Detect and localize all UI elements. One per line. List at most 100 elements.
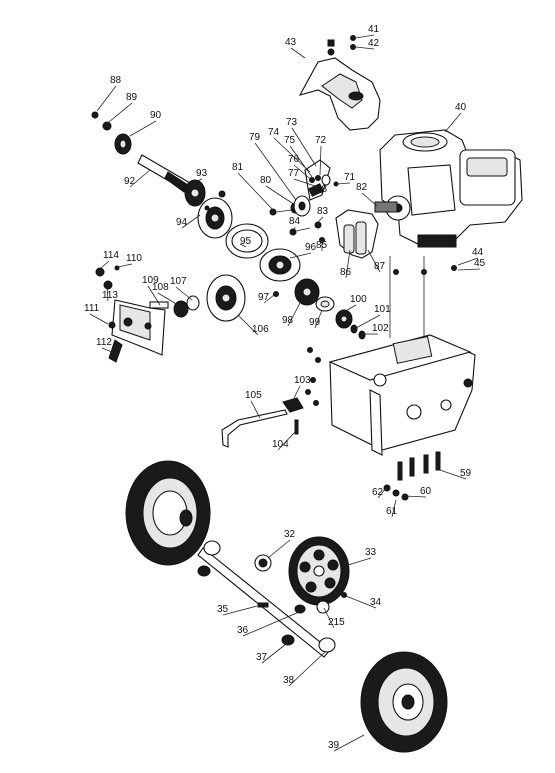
leader-line [391,499,397,518]
leader-line [267,539,291,559]
engine [374,129,523,248]
part-number-86: 86 [340,267,352,278]
engine-shroud [298,57,381,131]
auger-shaft-group [91,111,269,259]
leader-line [242,611,300,637]
leader-line [96,85,117,112]
pulley-group [206,248,366,340]
drive-gear [257,536,350,653]
part-number-60: 60 [420,486,432,497]
part-number-98: 98 [282,315,294,326]
leader-line [265,185,296,206]
part-number-108: 108 [152,282,169,293]
part-number-75: 75 [284,135,296,146]
part-number-40: 40 [455,102,467,113]
leader-line [277,431,296,451]
part-number-74: 74 [268,127,280,138]
leader-line [343,304,357,313]
leader-line [323,607,335,629]
leader-line [347,557,372,566]
part-number-62: 62 [372,487,384,498]
part-number-92: 92 [124,176,136,187]
leader-line [345,249,351,279]
part-number-103: 103 [294,375,311,386]
leader-line [404,495,427,498]
part-number-59: 59 [460,468,472,479]
leader-line [263,294,275,304]
part-number-100: 100 [350,294,367,305]
part-number-83: 83 [317,206,329,217]
part-number-109: 109 [142,275,159,286]
part-number-38: 38 [283,675,295,686]
leader-line [254,142,297,201]
part-number-105: 105 [245,390,262,401]
part-number-113: 113 [102,290,118,301]
part-number-107: 107 [170,276,187,287]
leader-line [293,164,315,183]
shroud-bolt [327,35,356,56]
leader-line [106,286,109,302]
leader-line [129,120,157,137]
leader-line [457,268,481,271]
part-number-78: 78 [316,184,328,195]
part-number-96: 96 [305,242,317,253]
leader-line [129,169,151,188]
part-number-45: 45 [474,258,486,269]
leader-line [444,112,462,133]
part-number-111: 111 [84,303,100,314]
leader-line [157,292,179,306]
leader-line [261,643,287,664]
leader-line [319,145,322,176]
part-number-44: 44 [472,247,484,258]
leader-line [288,651,326,687]
leader-line [345,595,377,609]
leader-line [181,214,201,229]
part-number-82: 82 [356,182,368,193]
leader-line [291,127,317,167]
part-number-104: 104 [272,439,289,450]
part-number-76: 76 [288,154,300,165]
leader-line [336,182,351,185]
leader-line [239,243,247,248]
part-number-89: 89 [126,92,138,103]
part-number-85: 85 [316,240,328,251]
part-number-114: 114 [103,250,119,261]
part-number-43: 43 [285,37,297,48]
part-number-215: 215 [328,617,345,628]
part-number-95: 95 [240,236,252,247]
part-number-71: 71 [344,172,356,183]
part-number-97: 97 [258,292,270,303]
leader-line [147,285,161,306]
part-number-32: 32 [284,529,296,540]
leader-line [355,34,375,39]
leader-line [355,46,375,50]
leader-line [439,469,467,480]
leader-line [457,257,479,266]
chassis-frame [221,256,476,501]
part-number-99: 99 [309,317,321,328]
idler-bracket-group [269,159,379,259]
part-number-93: 93 [196,168,208,179]
leader-line [314,309,323,329]
part-number-84: 84 [289,216,301,227]
part-number-35: 35 [217,604,229,615]
leader-line [175,286,193,301]
leader-line [289,252,312,259]
wheel-right [360,651,448,753]
leader-line [355,314,381,329]
leader-line [287,302,301,327]
part-number-81: 81 [232,162,244,173]
leader-line [101,347,113,353]
leader-line [237,314,259,336]
leader-line [361,192,378,207]
leader-line [317,216,324,223]
leader-line [108,102,133,123]
part-number-36: 36 [237,625,249,636]
part-number-34: 34 [370,597,382,608]
leader-line [237,172,274,211]
leader-line [222,605,258,616]
part-number-94: 94 [176,217,188,228]
part-number-77: 77 [288,168,300,179]
